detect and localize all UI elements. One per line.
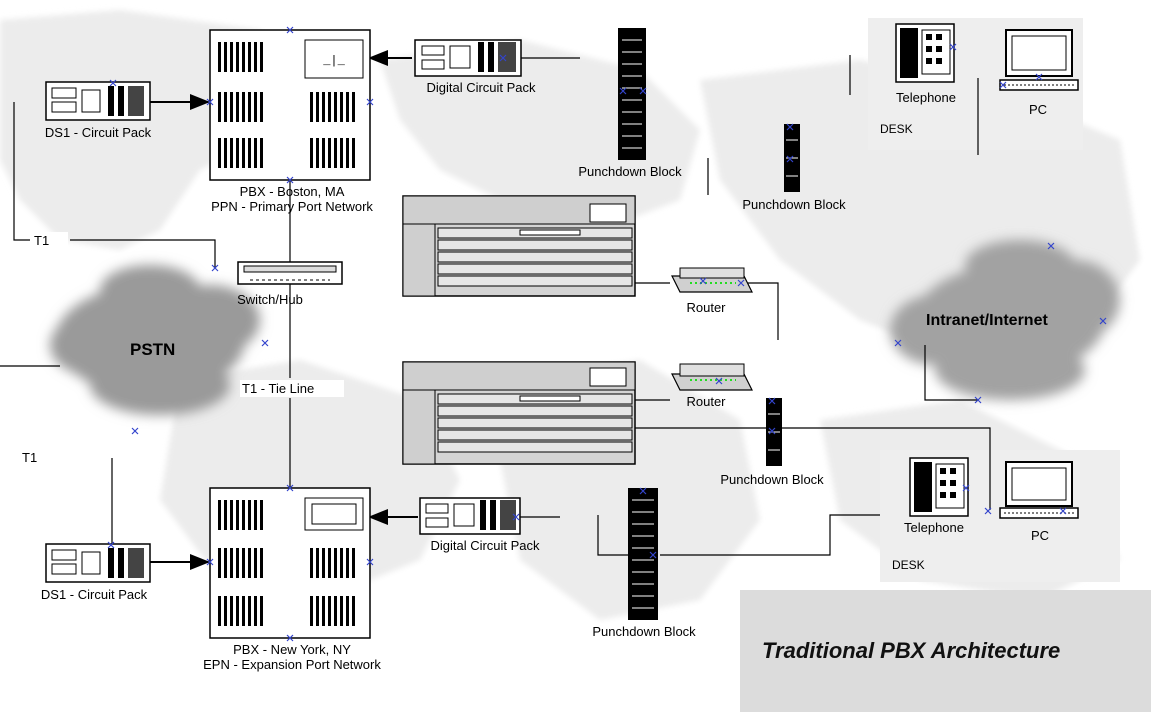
title-panel [740, 590, 1151, 712]
pc-top-label: PC [1028, 102, 1048, 117]
selection-handles [107, 26, 1107, 642]
tie-line-label-bg [240, 380, 344, 397]
desk-bottom-label: DESK [892, 558, 925, 572]
intranet-cloud-label: Intranet/Internet [926, 312, 1048, 329]
ds1-circuit-pack-bottom [45, 543, 151, 583]
telephone-bottom-icon [909, 457, 969, 517]
router-top-label: Router [686, 300, 726, 315]
connection-lines [0, 50, 991, 570]
switch-hub-device [237, 261, 343, 285]
router-bottom-device [671, 363, 753, 391]
t1-top-label-bg [30, 232, 68, 248]
punchdown-block-bottom [628, 488, 658, 620]
telephone-bottom-label: Telephone [904, 520, 964, 535]
digital-circuit-pack-bottom [419, 497, 521, 535]
rack-chassis-bottom [402, 361, 636, 465]
switch-hub-label: Switch/Hub [237, 292, 303, 307]
punchdown-top-center-label: Punchdown Block [578, 164, 682, 179]
telephone-top-label: Telephone [896, 90, 956, 105]
pbx-boston-cabinet: _|_ [209, 29, 371, 181]
pc-top-icon [999, 29, 1079, 91]
punchdown-top-right-label: Punchdown Block [742, 197, 846, 212]
punchdown-bottom-label: Punchdown Block [592, 624, 696, 639]
pbx-newyork-label-line2: EPN - Expansion Port Network [203, 657, 381, 672]
tie-line-label: T1 - Tie Line [242, 381, 315, 396]
punchdown-block-middle-right [766, 398, 782, 466]
pbx-boston-label-line2: PPN - Primary Port Network [211, 199, 373, 214]
pc-bottom-icon [999, 461, 1079, 519]
digital-circuit-pack-bottom-label: Digital Circuit Pack [430, 538, 540, 553]
diagram-title: Traditional PBX Architecture [762, 638, 1061, 663]
pstn-cloud [50, 265, 260, 415]
router-bottom-label: Router [686, 394, 726, 409]
ds1-circuit-pack-bottom-label: DS1 - Circuit Pack [40, 587, 148, 602]
desk-top-label: DESK [880, 122, 913, 136]
router-top-device [671, 267, 753, 293]
pstn-cloud-label: PSTN [130, 340, 176, 359]
t1-top-label: T1 [34, 233, 50, 248]
pbx-newyork-cabinet [209, 487, 371, 639]
telephone-top-icon [895, 23, 955, 83]
punchdown-middle-right-label: Punchdown Block [720, 472, 824, 487]
digital-circuit-pack-top-label: Digital Circuit Pack [426, 80, 536, 95]
digital-circuit-pack-top [414, 39, 522, 77]
punchdown-block-top-center [618, 28, 646, 160]
pc-bottom-label: PC [1030, 528, 1050, 543]
t1-bottom-label: T1 [22, 450, 38, 465]
ds1-circuit-pack-top [45, 81, 151, 121]
punchdown-block-top-right [784, 124, 800, 192]
rack-chassis-top [402, 195, 636, 297]
ds1-circuit-pack-top-label: DS1 - Circuit Pack [44, 125, 152, 140]
pbx-boston-label-line1: PBX - Boston, MA [239, 184, 345, 199]
pbx-newyork-label-line1: PBX - New York, NY [233, 642, 351, 657]
svg-text:_|_: _|_ [322, 54, 345, 68]
intranet-cloud [890, 240, 1120, 400]
